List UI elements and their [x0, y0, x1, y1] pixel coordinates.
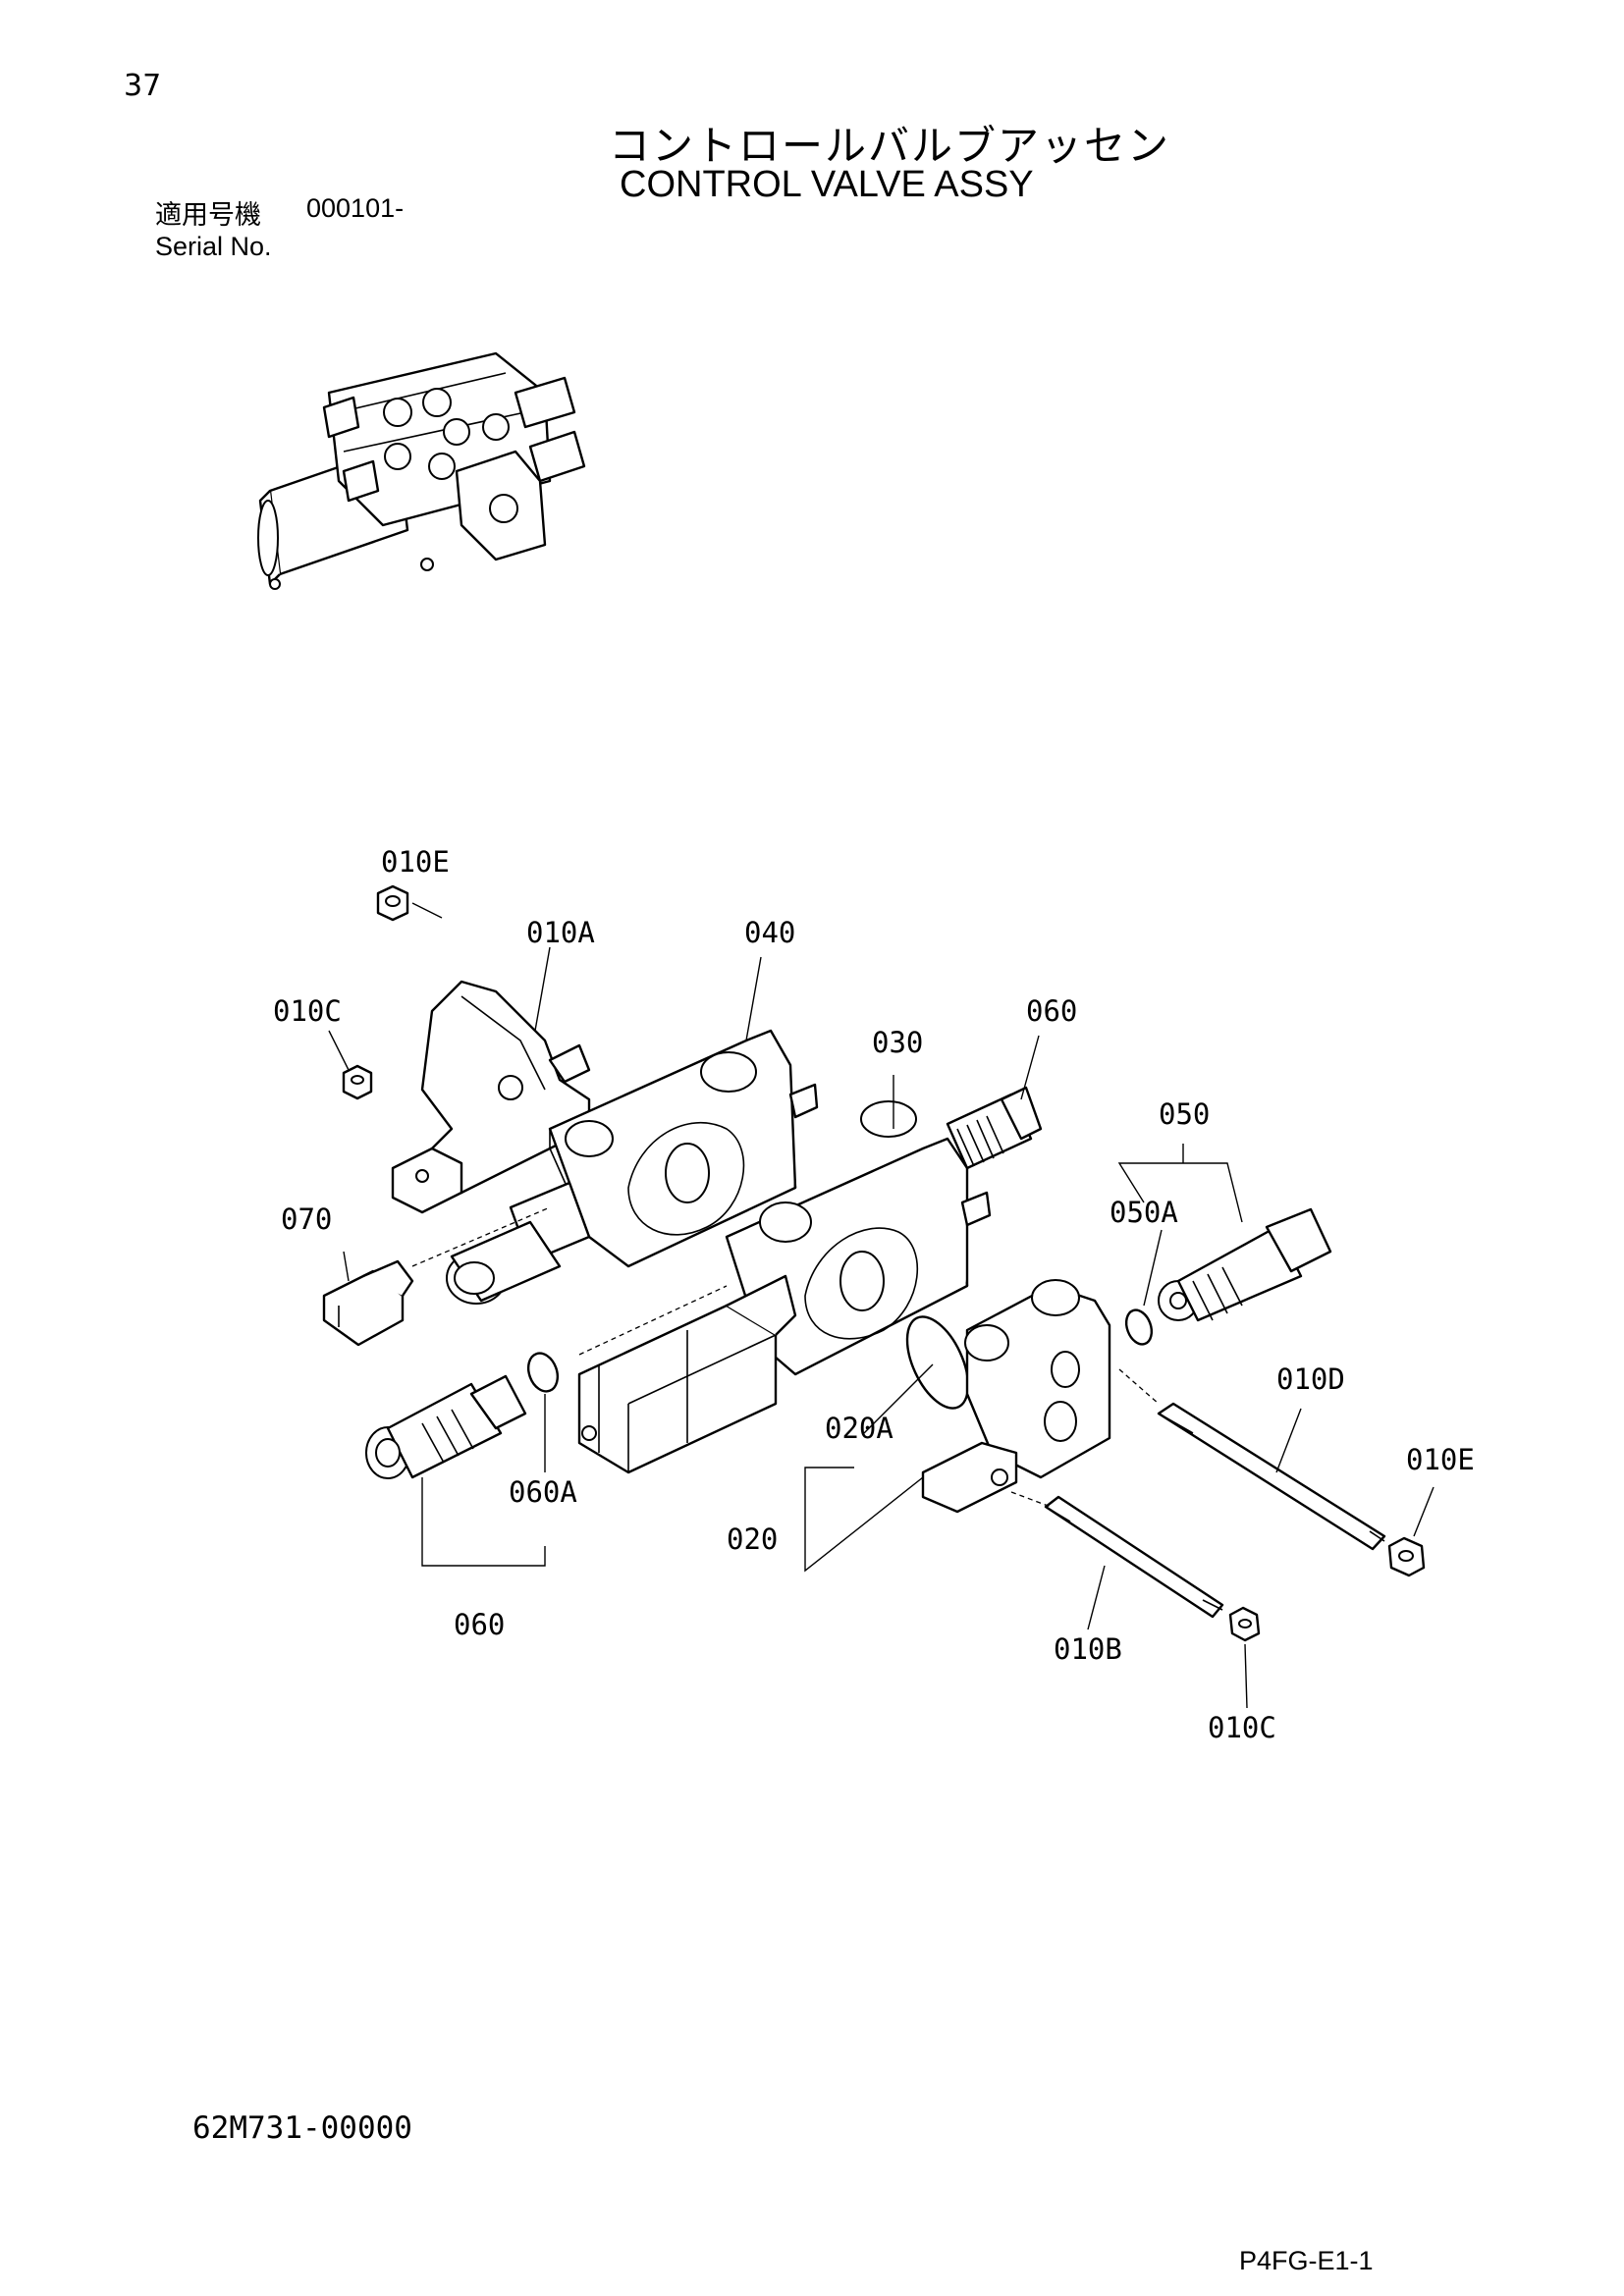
o-ring-050A [1124, 1308, 1154, 1346]
o-ring-060A [526, 1352, 560, 1393]
callout-050A: 050A [1110, 1196, 1178, 1229]
relief-valve-060-lower [365, 1374, 527, 1479]
page-number: 37 [124, 69, 162, 103]
serial-label-japanese: 適用号機 [155, 200, 261, 231]
assembled-valve-thumbnail [257, 351, 586, 590]
page-title-japanese: コントロールバルブアッセン [609, 122, 1171, 170]
callout-010E-top: 010E [381, 845, 450, 879]
callout-010C-left: 010C [273, 994, 342, 1028]
callout-010B: 010B [1054, 1632, 1122, 1666]
inlet-section-020 [921, 1279, 1111, 1514]
leader-lines [328, 902, 1435, 1709]
callout-030: 030 [872, 1026, 923, 1059]
callout-020A: 020A [825, 1412, 893, 1445]
hex-nut-010E-top [376, 884, 409, 922]
page-code: P4FG-E1-1 [1239, 2246, 1374, 2275]
relief-valve-050 [1158, 1207, 1332, 1322]
callout-050: 050 [1159, 1097, 1210, 1131]
valve-section-040 [446, 1029, 819, 1305]
hex-nut-010C-left [342, 1064, 373, 1100]
serial-label-english: Serial No. [155, 232, 272, 261]
callout-010A: 010A [526, 916, 595, 949]
callout-040: 040 [744, 916, 795, 949]
callout-060-bottom: 060 [454, 1608, 505, 1641]
serial-number-range: 000101- [306, 193, 405, 223]
callout-010C-bottom: 010C [1208, 1711, 1276, 1744]
callout-060-top: 060 [1026, 994, 1077, 1028]
tie-rod-010D [1157, 1402, 1386, 1551]
page-title-english: CONTROL VALVE ASSY [620, 164, 1034, 205]
plug-070 [322, 1259, 414, 1347]
callout-010D: 010D [1276, 1362, 1345, 1396]
o-ring-020A [905, 1315, 970, 1410]
hex-nut-010C-bottom [1228, 1606, 1261, 1642]
callout-020: 020 [727, 1522, 778, 1556]
callout-010E-right: 010E [1406, 1443, 1475, 1476]
drawing-number: 62M731-00000 [192, 2110, 412, 2146]
callout-070: 070 [281, 1202, 332, 1236]
callout-060A: 060A [509, 1475, 577, 1509]
tie-rod-010B [1044, 1495, 1224, 1619]
relief-valve-060-top [946, 1086, 1043, 1170]
hex-nut-010E-right [1387, 1536, 1426, 1577]
solenoid-block [577, 1274, 797, 1474]
end-cover-010A [391, 980, 591, 1214]
